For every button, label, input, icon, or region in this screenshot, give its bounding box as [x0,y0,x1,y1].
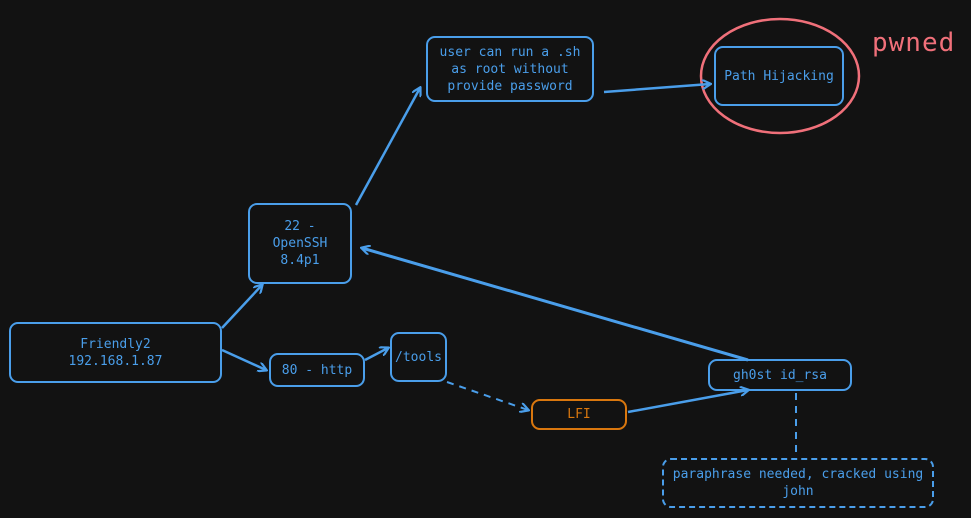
node-friendly2: Friendly2 192.168.1.87 [9,322,222,383]
node-id-rsa: gh0st id_rsa [708,359,852,391]
node-http: 80 - http [269,353,365,387]
node-lfi: LFI [531,399,627,430]
node-passphrase: paraphrase needed, cracked using john [662,458,934,508]
edge-friendly-to-http [221,348,266,370]
edge-root-script-to-path-hijack [603,84,710,94]
pwned-annotation: pwned [872,28,956,58]
node-path-hijacking: Path Hijacking [714,46,844,106]
node-tools: /tools [390,332,447,382]
edge-friendly-to-ssh [221,285,262,329]
edge-ssh-to-root-script [354,88,420,206]
edge-tools-to-lfi [446,381,528,410]
node-ssh: 22 - OpenSSH 8.4p1 [248,203,352,284]
edge-idrsa-to-ssh [362,248,749,362]
pwned-highlight-circle [699,17,861,135]
node-root-script: user can run a .sh as root without provi… [426,36,594,102]
edge-lfi-to-idrsa [627,390,748,414]
edge-http-to-tools [364,348,388,362]
